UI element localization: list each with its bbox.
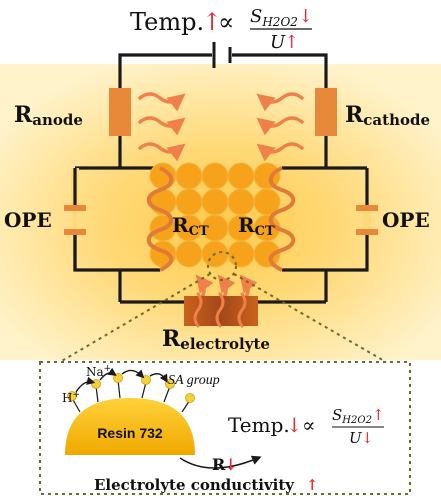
hop-arrow-4 — [149, 373, 168, 383]
heat-arrow-cathode-3 — [256, 142, 304, 162]
particle-circle — [253, 240, 281, 268]
elec-wave-1 — [193, 292, 203, 328]
r-down-arrow: ↓ — [224, 455, 237, 474]
zoom-line-right — [233, 273, 387, 363]
temp-up-arrow: ↑ — [202, 8, 222, 36]
left-ope-capacitor — [64, 168, 86, 270]
rct-left-label: RCT — [172, 213, 209, 239]
wire-right-outer — [282, 168, 369, 272]
temp-label: Temp. — [130, 8, 204, 36]
resistance-change: R ↓ — [212, 455, 237, 474]
s-h2o2-symbol: SH2O2 — [250, 6, 298, 29]
conductivity-up-arrow: ↑ — [306, 476, 319, 494]
inset-s-h2o2-symbol: SH2O2 — [332, 406, 372, 426]
heat-arrow-cathode-1 — [256, 92, 304, 112]
sa-dot-4 — [141, 375, 151, 385]
r-label: R — [212, 455, 226, 474]
particle-circle — [175, 162, 203, 190]
particle-circle — [175, 240, 203, 268]
right-ope-capacitor — [356, 205, 378, 235]
sa-dot-3 — [113, 373, 123, 383]
sa-dot-5 — [165, 379, 175, 389]
sa-dots — [67, 373, 195, 403]
sa-group-label: SA group — [168, 373, 220, 388]
left-cap-clear — [73, 211, 77, 229]
ion-labels: H+ Na+ — [62, 364, 111, 405]
s-down-arrow: ↓ — [298, 6, 313, 27]
inset-box — [39, 361, 411, 495]
zoom-indicator — [39, 251, 411, 495]
top-equation: Temp. ↑ ∝ SH2O2 ↓ U ↑ — [130, 6, 313, 53]
heat-arrow-anode-2 — [138, 116, 186, 136]
rct-right-label: RCT — [238, 213, 275, 239]
rct-right-coil — [268, 166, 296, 272]
rct-left-coil — [146, 166, 174, 272]
left-cap-plate-top — [64, 205, 86, 211]
left-cap-plate-bottom — [64, 229, 86, 235]
zoom-line-left — [59, 273, 211, 363]
anode-label: Ranode — [14, 102, 83, 129]
inset-equation: Temp. ↓ ∝ SH2O2 ↑ U ↓ — [228, 406, 385, 447]
svg-text:RCT: RCT — [238, 213, 275, 239]
proportional-sign: ∝ — [218, 8, 234, 36]
cathode-resistor — [315, 88, 337, 136]
particle-circle — [227, 162, 255, 190]
inset-s-up-arrow: ↑ — [372, 406, 385, 424]
resin-particle — [65, 398, 195, 455]
hop-arrow-1 — [75, 376, 96, 393]
electrolyte-label: Relectrolyte — [162, 326, 270, 353]
anode-resistor — [109, 88, 131, 136]
svg-text:Relectrolyte: Relectrolyte — [162, 326, 270, 353]
elec-wave-3 — [237, 292, 247, 328]
na-ion-label: Na+ — [86, 364, 111, 379]
zoom-circle — [207, 251, 237, 281]
particle-circle — [227, 188, 255, 216]
right-cap-clear — [363, 211, 371, 229]
electrolyte-heat-waves — [193, 292, 247, 328]
sa-dot-2 — [91, 379, 101, 389]
resin-effect-arrow — [179, 455, 262, 469]
heat-arrow-anode-1 — [138, 92, 186, 112]
sa-dot-1 — [67, 391, 77, 401]
wire-top-right — [232, 53, 328, 88]
ope-left-label: OPE — [4, 208, 52, 232]
particle-circle — [175, 188, 203, 216]
u-symbol: U — [270, 32, 286, 53]
svg-text:Rcathode: Rcathode — [345, 102, 430, 129]
svg-text:RCT: RCT — [172, 213, 209, 239]
conductivity-line: Electrolyte conductivity ↑ — [94, 476, 319, 494]
inset-temp-label: Temp. — [228, 413, 290, 437]
particle-circle — [201, 188, 229, 216]
conductivity-label: Electrolyte conductivity — [94, 476, 295, 494]
resin-label: Resin 732 — [97, 425, 163, 441]
u-up-arrow: ↑ — [284, 32, 299, 53]
elec-wave-2 — [215, 292, 225, 328]
ion-hop-arrows — [75, 367, 168, 393]
sa-dot-6 — [185, 393, 195, 403]
ope-right-label: OPE — [382, 208, 430, 232]
particle-circle — [201, 162, 229, 190]
particle-circle — [227, 240, 255, 268]
stalk-3 — [117, 379, 121, 399]
inset-content: Resin 732 H+ Na+ SA g — [62, 364, 385, 494]
cathode-label: Rcathode — [345, 102, 430, 129]
battery-symbol — [212, 42, 232, 68]
svg-text:Ranode: Ranode — [14, 102, 83, 129]
wire-top-left — [118, 53, 212, 88]
inset-proportional-sign: ∝ — [302, 413, 316, 437]
inset-u-symbol: U — [349, 429, 363, 447]
inset-temp-down-arrow: ↓ — [286, 413, 303, 437]
inset-u-down-arrow: ↓ — [361, 429, 374, 447]
heat-arrow-cathode-2 — [256, 116, 304, 136]
h-ion-label: H+ — [62, 390, 80, 405]
right-cap-plate-top — [356, 205, 378, 211]
heat-arrow-anode-3 — [138, 142, 186, 162]
hop-arrow-3 — [121, 369, 145, 379]
right-cap-plate-bottom — [356, 229, 378, 235]
hop-arrow-2 — [99, 367, 117, 381]
